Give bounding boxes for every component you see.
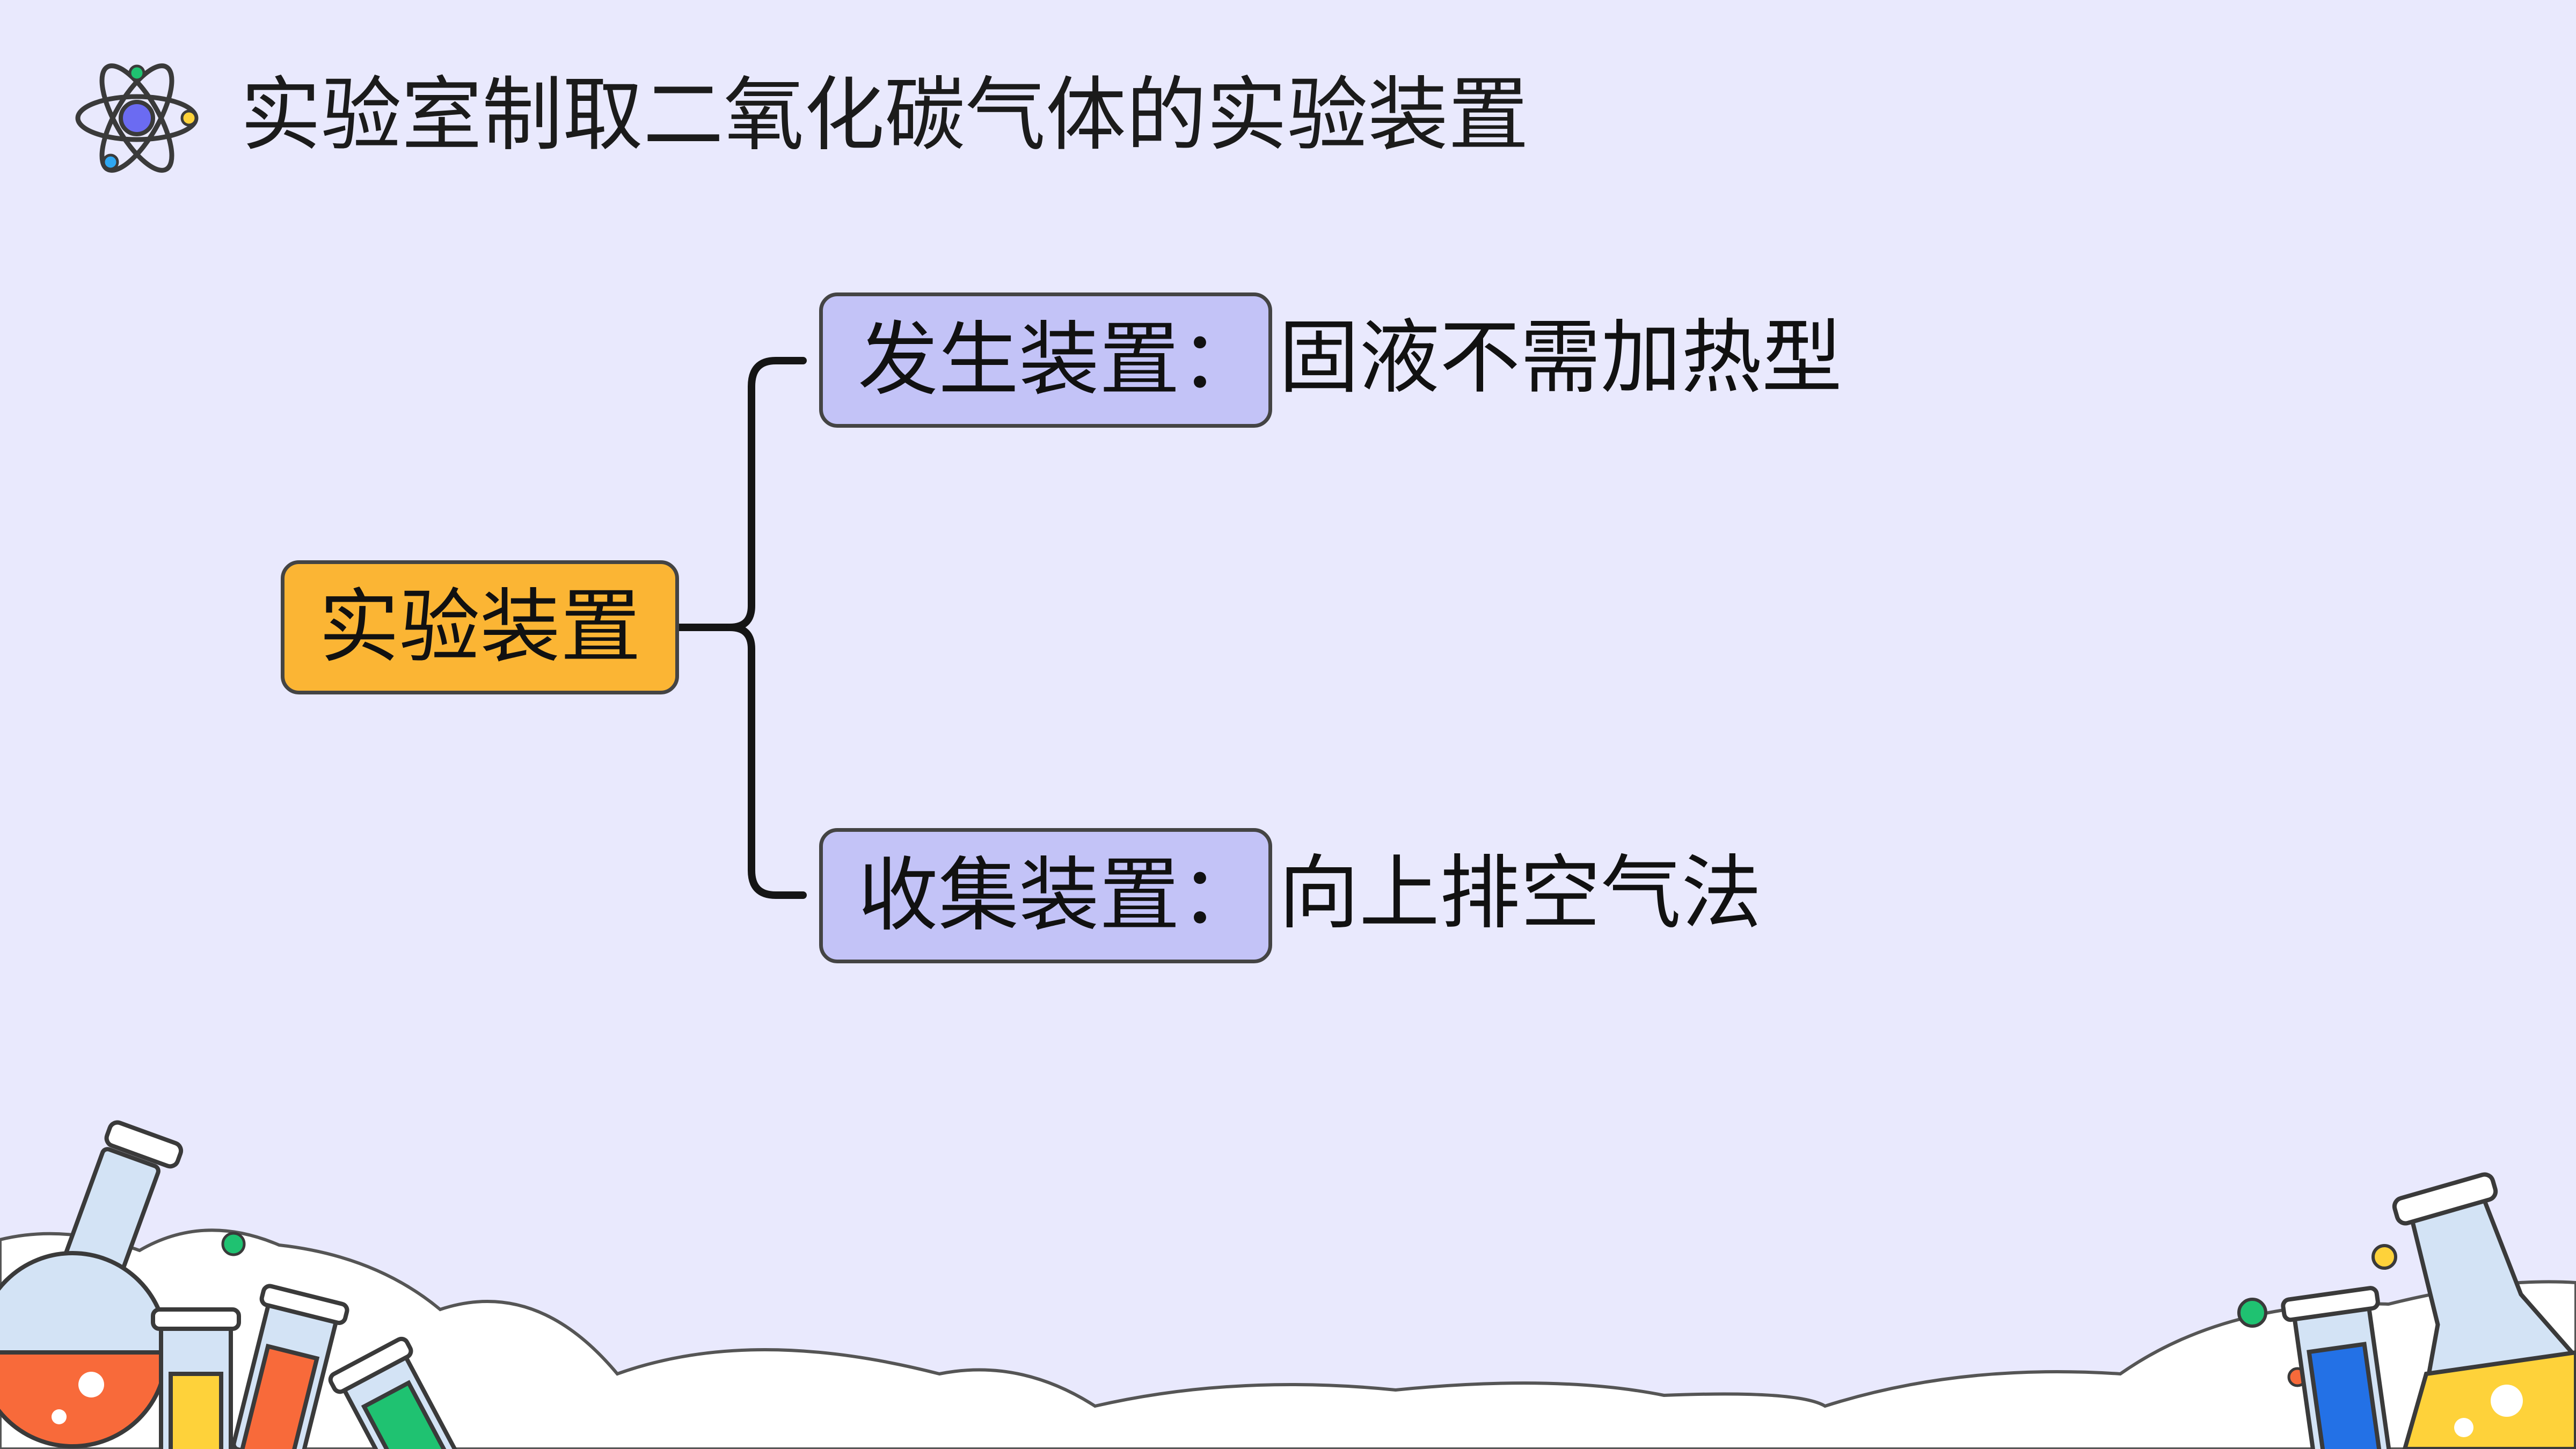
bubble-icon (221, 1232, 246, 1256)
branch-value: 向上排空气法 (1279, 847, 1762, 940)
test-tube-yellow-icon (151, 1307, 241, 1449)
mindmap-branch-generator: 发生装置： (819, 292, 1272, 428)
page-title: 实验室制取二氧化碳气体的实验装置 (240, 69, 1529, 162)
bubble-icon (2237, 1298, 2267, 1328)
mindmap-branch-collector: 收集装置： (819, 828, 1272, 963)
round-flask-left-icon (0, 1120, 184, 1448)
atom-icon (75, 63, 199, 173)
branch-label: 收集装置： (857, 849, 1260, 942)
test-tube-blue-icon (2281, 1286, 2391, 1449)
branch-value: 固液不需加热型 (1279, 311, 1843, 405)
root-label: 实验装置 (318, 581, 641, 674)
test-tube-green-icon (328, 1336, 465, 1449)
bubble-icon (2287, 1367, 2308, 1387)
branch-label: 发生装置： (857, 313, 1260, 407)
mindmap-root-node: 实验装置 (281, 560, 679, 694)
test-tube-orange-icon (231, 1284, 349, 1449)
cloud-band (0, 1228, 2576, 1449)
conical-flask-right-icon (2392, 1172, 2576, 1449)
bubble-icon (2371, 1244, 2397, 1270)
